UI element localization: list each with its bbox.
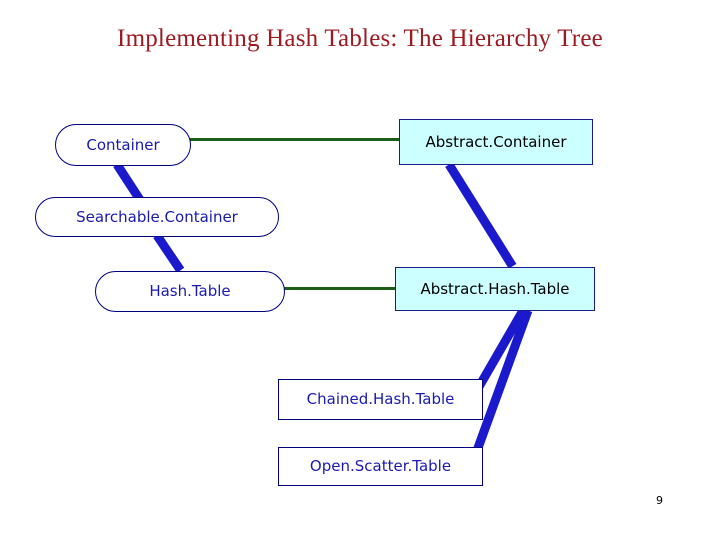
node-label-searchable-container: Searchable.Container xyxy=(76,207,238,226)
node-label-container: Container xyxy=(86,135,160,154)
node-abstract-hash-table[interactable]: Abstract.Hash.Table xyxy=(395,267,595,311)
connector-searchable-container-to-hash-table xyxy=(153,232,185,273)
node-searchable-container[interactable]: Searchable.Container xyxy=(35,197,279,237)
node-label-open-scatter-table: Open.Scatter.Table xyxy=(309,457,452,475)
page-title: Implementing Hash Tables: The Hierarchy … xyxy=(117,25,603,52)
node-open-scatter-table[interactable]: Open.Scatter.Table xyxy=(278,447,483,486)
node-label-abstract-hash-table: Abstract.Hash.Table xyxy=(420,279,570,298)
page-number: 9 xyxy=(656,494,663,507)
node-label-abstract-container: Abstract.Container xyxy=(425,132,567,151)
connector-abstract-container-to-abstract-hash-table xyxy=(445,161,517,269)
connector-container-to-abstract-container xyxy=(189,138,401,141)
connector-container-to-searchable-container xyxy=(113,161,144,202)
node-abstract-container[interactable]: Abstract.Container xyxy=(399,119,593,165)
node-chained-hash-table[interactable]: Chained.Hash.Table xyxy=(278,379,483,420)
node-hash-table[interactable]: Hash.Table xyxy=(95,271,285,312)
node-label-chained-hash-table: Chained.Hash.Table xyxy=(306,390,455,408)
node-label-hash-table: Hash.Table xyxy=(149,282,231,300)
connector-hash-table-to-abstract-hash-table xyxy=(283,287,397,290)
node-container[interactable]: Container xyxy=(55,124,191,166)
